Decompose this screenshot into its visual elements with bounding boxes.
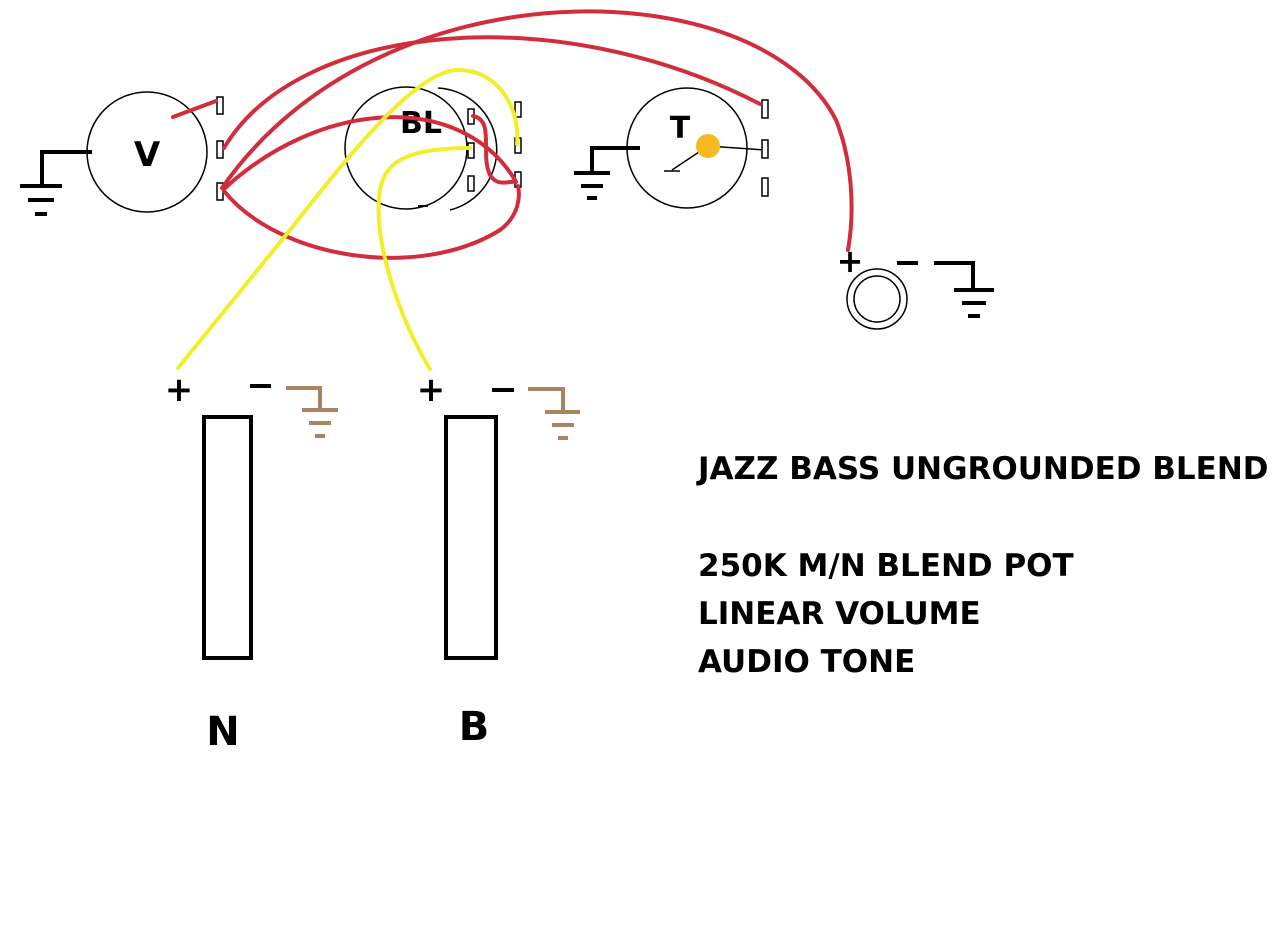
bridge-pickup: + B [417, 370, 580, 750]
tone-lug-2 [761, 139, 769, 159]
tone-lug-1 [761, 99, 769, 119]
notes-line-blend-pot: 250K M/N BLEND POT [698, 548, 1074, 584]
bridge-pickup-label: B [459, 704, 490, 750]
wiring-notes: JAZZ BASS UNGROUNDED BLEND 250K M/N BLEN… [698, 445, 1269, 686]
tone-pot-label: T [670, 111, 691, 146]
notes-spacer [698, 493, 1269, 542]
blend-internal-wire [471, 114, 518, 185]
hot-wires [171, 9, 854, 260]
volume-lug-2 [216, 140, 224, 159]
neck-pickup-wire [176, 67, 520, 370]
tone-capacitor [696, 134, 720, 158]
neck-pickup-body [202, 415, 253, 660]
pickup-wires [176, 67, 520, 371]
output-jack: + [837, 242, 918, 330]
blend-lug-3 [467, 175, 475, 192]
bridge-plus-sign: + [417, 370, 446, 410]
volume-pot-label: V [134, 135, 161, 175]
volume-to-blend-wire-bottom [222, 184, 521, 260]
volume-pot: V [86, 91, 224, 213]
blend-lug-2 [467, 142, 475, 159]
bridge-pickup-body [444, 415, 498, 660]
notes-line-volume: LINEAR VOLUME [698, 596, 981, 632]
neck-pickup: + N [165, 370, 338, 755]
neck-ground-symbol [286, 386, 338, 438]
blend-lug-4 [514, 101, 522, 118]
volume-lug-1 [216, 96, 224, 115]
tone-ground-symbol [574, 146, 640, 200]
tone-pot: T [626, 87, 769, 209]
notes-line-tone: AUDIO TONE [698, 644, 916, 680]
volume-ground-symbol [20, 150, 92, 216]
neck-plus-sign: + [165, 370, 194, 410]
volume-to-jack-wire [220, 9, 854, 252]
jack-ground-symbol [934, 261, 994, 318]
notes-title: JAZZ BASS UNGROUNDED BLEND [698, 451, 1269, 487]
volume-to-tone-wire [222, 35, 762, 150]
neck-pickup-label: N [206, 709, 239, 755]
volume-input-wire [171, 99, 218, 119]
tone-lug-3 [761, 177, 769, 197]
bridge-pickup-wire [376, 146, 472, 371]
bridge-ground-symbol [528, 387, 580, 440]
